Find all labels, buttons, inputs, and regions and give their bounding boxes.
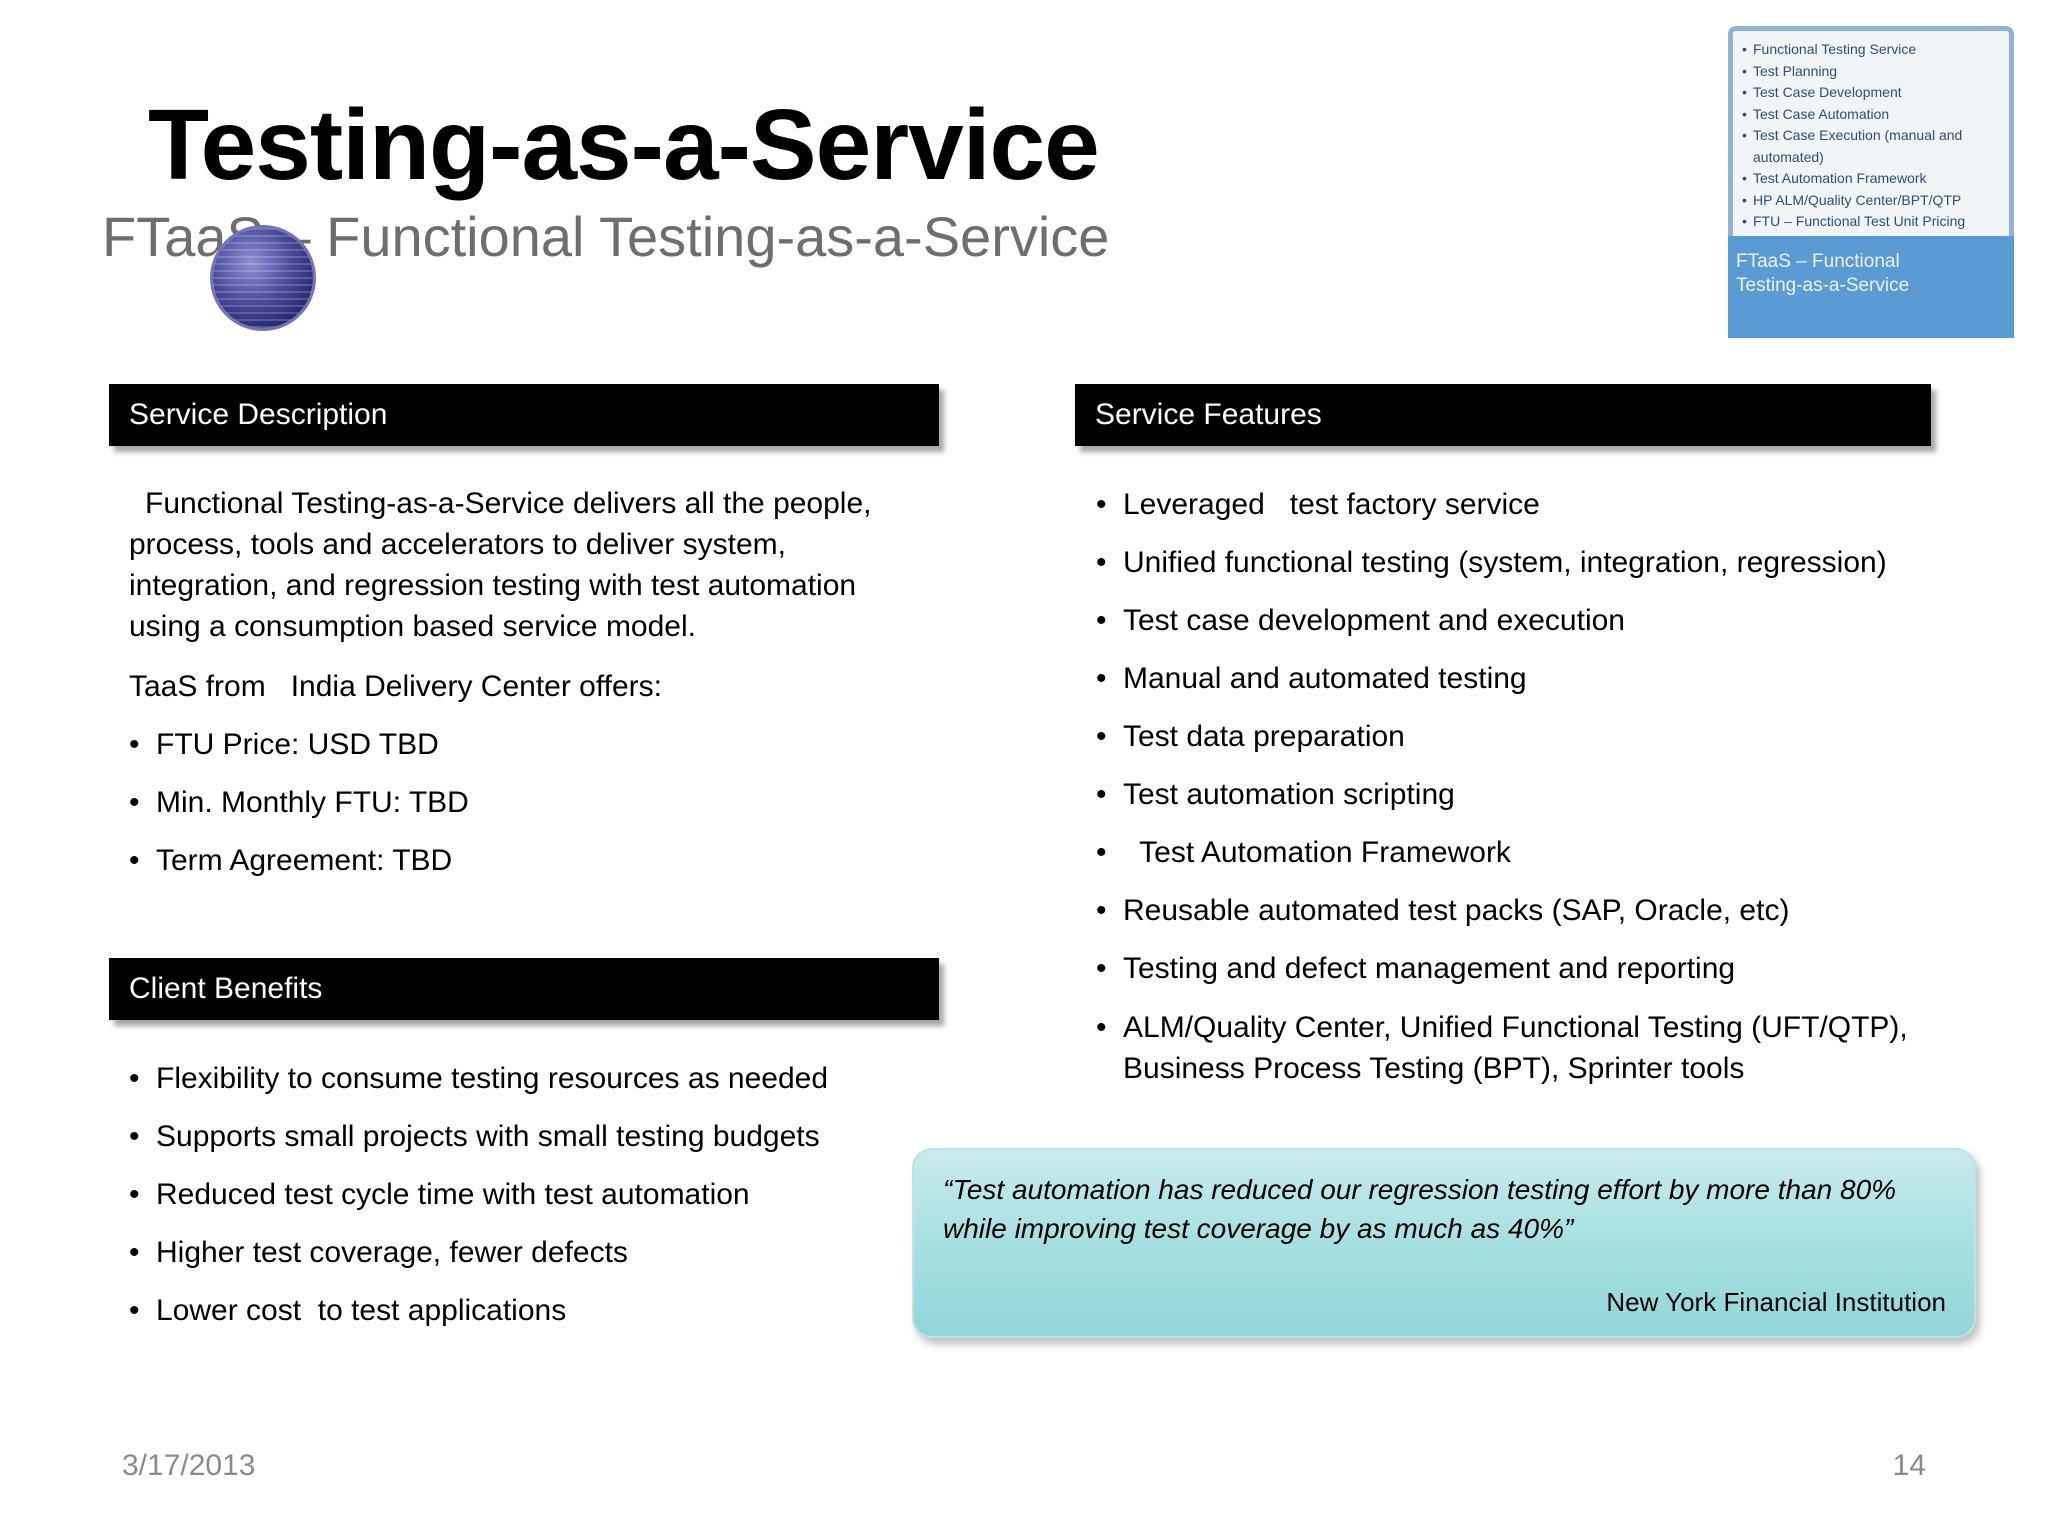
service-features-list: Leveraged test factory service Unified f… [1096, 485, 1976, 1089]
thumbnail-item: Test Case Development [1741, 82, 2001, 104]
thumbnail-list-panel: Functional Testing Service Test Planning… [1728, 26, 2014, 236]
service-description-paragraph: Functional Testing-as-a-Service delivers… [129, 487, 872, 643]
list-item: Higher test coverage, fewer defects [129, 1233, 828, 1291]
list-item: Reduced test cycle time with test automa… [129, 1175, 828, 1233]
list-item: Flexibility to consume testing resources… [129, 1059, 828, 1117]
slide-title: Testing-as-a-Service [148, 89, 1100, 201]
thumbnail-item: Test Automation Framework [1741, 168, 2001, 190]
list-item: Term Agreement: TBD [129, 841, 469, 899]
list-item: Lower cost to test applications [129, 1291, 828, 1349]
thumbnail-item: Test Case Execution (manual and [1741, 125, 2001, 147]
list-item: Test case development and execution [1096, 601, 1976, 659]
product-thumbnail: Functional Testing Service Test Planning… [1728, 26, 2014, 338]
slide-page-number: 14 [1892, 1449, 1926, 1482]
list-item: Test data preparation [1096, 717, 1976, 775]
thumbnail-item: automated) [1753, 148, 1824, 165]
testimonial-source: New York Financial Institution [1606, 1287, 1946, 1317]
list-item: Test automation scripting [1096, 775, 1976, 833]
list-item: Leveraged test factory service [1096, 485, 1976, 543]
list-item: Supports small projects with small testi… [129, 1117, 828, 1175]
testimonial-quote-text: “Test automation has reduced our regress… [943, 1174, 1897, 1244]
thumbnail-list: Functional Testing Service Test Planning… [1741, 39, 2001, 233]
service-description-header: Service Description [109, 384, 939, 446]
thumbnail-caption: FTaaS – Functional Testing-as-a-Service [1736, 251, 1910, 296]
list-item: ALM/Quality Center, Unified Functional T… [1096, 1007, 1976, 1089]
slide-date: 3/17/2013 [122, 1449, 256, 1482]
offers-list: FTU Price: USD TBD Min. Monthly FTU: TBD… [129, 725, 469, 899]
thumbnail-item: FTU – Functional Test Unit Pricing [1741, 211, 2001, 233]
list-item: FTU Price: USD TBD [129, 725, 469, 783]
service-features-header: Service Features [1075, 384, 1931, 446]
list-item: Test Automation Framework [1096, 833, 1976, 891]
offers-intro: TaaS from India Delivery Center offers: [129, 670, 662, 703]
list-item: Reusable automated test packs (SAP, Orac… [1096, 891, 1976, 949]
thumbnail-item: Test Case Automation [1741, 104, 2001, 126]
testimonial-quote-box: “Test automation has reduced our regress… [912, 1148, 1976, 1338]
thumbnail-item: HP ALM/Quality Center/BPT/QTP [1741, 190, 2001, 212]
list-item: Min. Monthly FTU: TBD [129, 783, 469, 841]
list-item: Unified functional testing (system, inte… [1096, 543, 1976, 601]
client-benefits-header: Client Benefits [109, 958, 939, 1020]
globe-icon [213, 228, 313, 328]
thumbnail-caption-panel: FTaaS – Functional Testing-as-a-Service [1728, 236, 2014, 338]
thumbnail-item: Test Planning [1741, 61, 2001, 83]
thumbnail-item: Functional Testing Service [1741, 39, 2001, 61]
list-item: Testing and defect management and report… [1096, 949, 1976, 1007]
list-item: Manual and automated testing [1096, 659, 1976, 717]
client-benefits-list: Flexibility to consume testing resources… [129, 1059, 828, 1349]
